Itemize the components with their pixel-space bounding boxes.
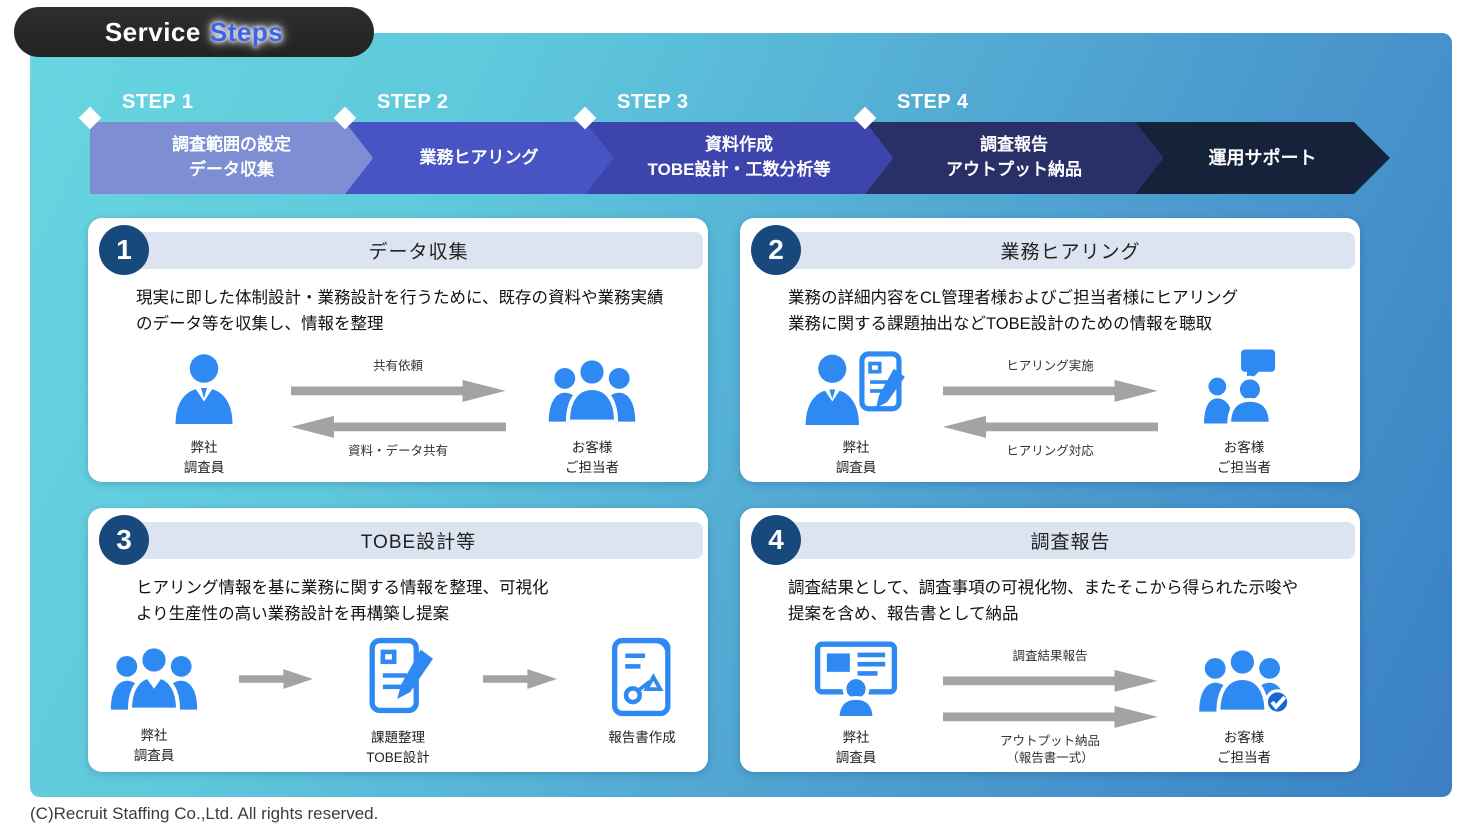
our-surveyor-figure: 弊社調査員 (140, 348, 268, 477)
our-surveyor-figure: 弊社調査員 (792, 638, 920, 767)
card-step1: 1 データ収集 現実に即した体制設計・業務設計を行うために、既存の資料や業務実績… (88, 218, 708, 482)
step3-arrow: 資料作成 TOBE設計・工数分析等 (585, 122, 893, 194)
gradient-panel: STEP 1 STEP 2 STEP 3 STEP 4 調査範囲の設定 データ収… (30, 33, 1452, 797)
step1-arrow-line1: 調査範囲の設定 (172, 135, 291, 155)
card-description: ヒアリング情報を基に業務に関する情報を整理、可視化 より生産性の高い業務設計を再… (136, 576, 694, 627)
step-number-badge: 4 (751, 515, 801, 565)
left-arrow-icon (943, 415, 1158, 439)
card2-diagram: 弊社調査員 ヒアリング実施 ヒアリング対応 (740, 342, 1360, 476)
step2-arrow: 業務ヒアリング (345, 122, 613, 194)
report-writing-figure: 報告書作成 (583, 636, 701, 748)
card-description-line2: のデータ等を収集し、情報を整理 (136, 314, 384, 333)
people-group-check-icon (1199, 646, 1291, 715)
arrow-label-bottom: アウトプット納品（報告書一式） (999, 733, 1100, 765)
step1-arrow-line2: データ収集 (189, 160, 274, 179)
arrow-label-bottom: 資料・データ共有 (347, 443, 448, 458)
copyright-text: (C)Recruit Staffing Co.,Ltd. All rights … (30, 804, 379, 823)
figure-label: 弊社調査員 (133, 728, 175, 763)
right-arrow-icon (290, 379, 506, 402)
card-description-line2: より生産性の高い業務設計を再構築し提案 (136, 604, 450, 623)
figure-label: 弊社調査員 (835, 730, 877, 765)
arrow-label-top: 調査結果報告 (1012, 649, 1088, 663)
right-arrow-icon (483, 669, 557, 689)
card-step3: 3 TOBE設計等 ヒアリング情報を基に業務に関する情報を整理、可視化 より生産… (88, 508, 708, 772)
card-step4: 4 調査報告 調査結果として、調査事項の可視化物、またそこから得られた示唆や 提… (740, 508, 1360, 772)
card-description-line1: 調査結果として、調査事項の可視化物、またそこから得られた示唆や (788, 579, 1299, 597)
figure-label: 弊社調査員 (183, 440, 225, 475)
step4-arrow: 調査報告 アウトプット納品 (865, 122, 1163, 194)
arrow-label-top: ヒアリング実施 (1006, 359, 1094, 373)
customer-group-figure: お客様ご担当者 (1180, 638, 1308, 767)
step2-arrow-line1: 業務ヒアリング (419, 147, 539, 167)
card-description-line1: 業務の詳細内容をCL管理者様およびご担当者様にヒアリング (788, 289, 1239, 307)
right-arrow-icon (239, 669, 313, 689)
title-service: Service (104, 16, 201, 47)
card-description-line1: 現実に即した体制設計・業務設計を行うために、既存の資料や業務実績 (136, 289, 664, 307)
figure-label: 弊社調査員 (835, 440, 877, 475)
step4-arrow-line2: アウトプット納品 (946, 160, 1082, 179)
card4-diagram: 弊社調査員 調査結果報告 アウトプット納品（報告書一式） (740, 632, 1360, 766)
exchange-arrows: ヒアリング実施 ヒアリング対応 (920, 358, 1180, 460)
card-title: 業務ヒアリング (786, 232, 1355, 269)
delivery-arrows: 調査結果報告 アウトプット納品（報告書一式） (920, 648, 1180, 767)
businessman-icon (175, 354, 233, 424)
step-number-badge: 2 (751, 225, 801, 275)
card-title: TOBE設計等 (134, 522, 703, 559)
exchange-arrows: 共有依頼 資料・データ共有 (268, 358, 528, 460)
card-description-line1: ヒアリング情報を基に業務に関する情報を整理、可視化 (136, 579, 549, 597)
customer-group-figure: お客様ご担当者 (1180, 348, 1308, 477)
our-surveyor-figure: 弊社調査員 (95, 636, 213, 765)
card1-diagram: 弊社調査員 共有依頼 資料・データ共有 (88, 342, 708, 476)
figure-label: お客様ご担当者 (565, 440, 619, 475)
step3-arrow-line1: 資料作成 (705, 135, 773, 155)
step5-arrow-line1: 運用サポート (1208, 147, 1317, 168)
step1-arrow: 調査範囲の設定 データ収集 (90, 122, 373, 194)
step3-label: STEP 3 (617, 91, 689, 113)
right-arrow-icon (942, 705, 1158, 728)
card-description: 業務の詳細内容をCL管理者様およびご担当者様にヒアリング 業務に関する課題抽出な… (788, 286, 1346, 337)
card-title: 調査報告 (786, 522, 1355, 559)
our-surveyor-figure: 弊社調査員 (792, 348, 920, 477)
presentation-icon (814, 641, 898, 720)
step2-label: STEP 2 (377, 91, 449, 113)
report-document-icon (612, 637, 671, 717)
right-arrow-icon (942, 379, 1158, 402)
step4-arrow-line1: 調査報告 (980, 135, 1048, 155)
step-number-badge: 1 (99, 225, 149, 275)
step5-arrow: 運用サポート (1135, 122, 1390, 194)
figure-label: お客様ご担当者 (1217, 440, 1271, 475)
step4-label: STEP 4 (897, 91, 969, 113)
card-description: 調査結果として、調査事項の可視化物、またそこから得られた示唆や 提案を含め、報告… (788, 576, 1346, 627)
card-description: 現実に即した体制設計・業務設計を行うために、既存の資料や業務実績 のデータ等を収… (136, 286, 694, 337)
people-group-icon (548, 356, 636, 424)
card-description-line2: 業務に関する課題抽出などTOBE設計のための情報を聴取 (788, 314, 1213, 333)
step3-arrow-line2: TOBE設計・工数分析等 (647, 160, 831, 179)
memo-pencil-icon (369, 637, 433, 714)
title-steps: Steps (209, 16, 284, 47)
figure-label: お客様ご担当者 (1217, 730, 1271, 765)
people-speech-bubble-icon (1204, 349, 1276, 426)
arrow-label-top: 共有依頼 (372, 359, 423, 373)
figure-label: 報告書作成 (608, 730, 676, 745)
card-step2: 2 業務ヒアリング 業務の詳細内容をCL管理者様およびご担当者様にヒアリング 業… (740, 218, 1360, 482)
step-number-badge: 3 (99, 515, 149, 565)
card-description-line2: 提案を含め、報告書として納品 (788, 604, 1019, 623)
step1-label: STEP 1 (122, 91, 194, 113)
people-group-icon (110, 644, 198, 712)
title-badge: Service Steps (14, 7, 374, 57)
arrow-label-bottom: ヒアリング対応 (1006, 443, 1094, 458)
customer-group-figure: お客様ご担当者 (528, 348, 656, 477)
right-arrow-icon (942, 669, 1158, 692)
interviewer-with-memo-icon (805, 351, 905, 426)
left-arrow-icon (291, 415, 506, 439)
card-title: データ収集 (134, 232, 703, 269)
